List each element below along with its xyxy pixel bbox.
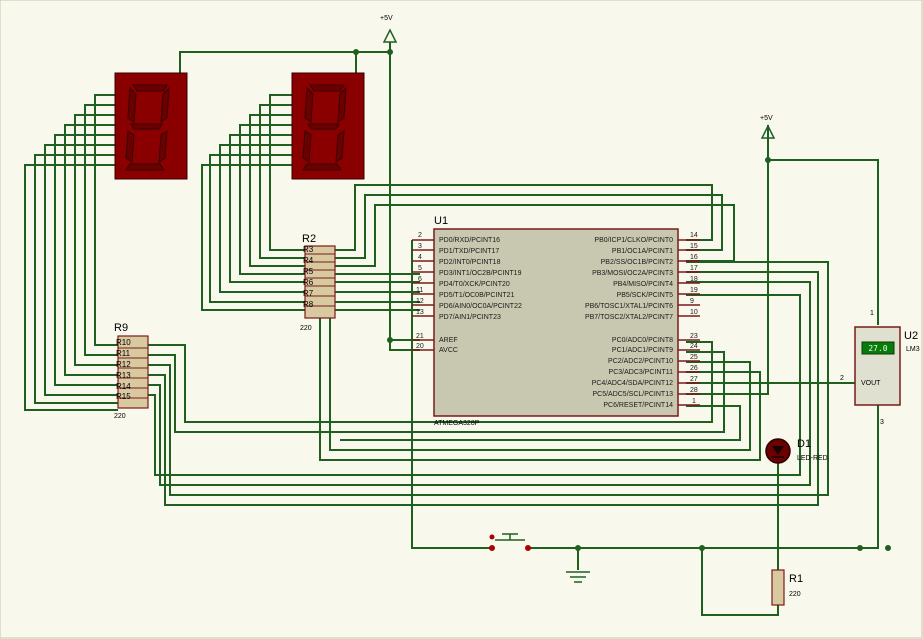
u1-pin-name: PB1/OC1A/PCINT1 (612, 248, 673, 255)
u1-pin-name: PB2/SS/OC1B/PCINT2 (601, 259, 673, 266)
u1-pin-num: 9 (690, 298, 694, 305)
u1-pin-name: PC3/ADC3/PCINT11 (609, 369, 674, 376)
u2-readout: 27.0 (868, 344, 887, 353)
r2-pin-5: R7 (303, 289, 314, 298)
u1-pin-name: PB4/MISO/PCINT4 (613, 281, 673, 288)
resistor-pack-r9: R9 R10 R11 R12 R13 R14 R15 220 (114, 322, 149, 420)
u1-pin-name: PB3/MOSI/OC2A/PCINT3 (592, 270, 673, 277)
r1-value: 220 (789, 591, 801, 598)
u1-pin-name: PD6/AIN0/OC0A/PCINT22 (439, 303, 522, 310)
u2-pin1: 1 (870, 310, 874, 317)
u1-pin-name: PD3/INT1/OC2B/PCINT19 (439, 270, 522, 277)
u1-pin-name: AREF (439, 337, 458, 344)
u1-pin-name: PC4/ADC4/SDA/PCINT12 (592, 380, 673, 387)
r2-pin-3: R5 (303, 267, 314, 276)
r9-pin-1: R10 (116, 338, 131, 347)
resistor-r1: R1 220 (771, 569, 803, 606)
r2-pin-1: R3 (303, 245, 314, 254)
u1-pin-name: PC2/ADC2/PCINT10 (608, 358, 673, 365)
u1-pin-name: PD4/T0/XCK/PCINT20 (439, 281, 510, 288)
r2-pin-4: R6 (303, 278, 314, 287)
vcc-top-label: +5V (380, 15, 393, 22)
r9-pin-6: R15 (116, 392, 131, 401)
u2-ref: U2 (904, 330, 918, 342)
u1-pin-num: 18 (690, 276, 698, 283)
u1-pin-num: 13 (416, 309, 424, 316)
u1-pin-num: 5 (418, 265, 422, 272)
u1-pin-name: PC1/ADC1/PCINT9 (612, 347, 673, 354)
r2-ref: R2 (302, 233, 316, 245)
vcc-right-symbol: +5V (760, 115, 776, 139)
u1-pin-name: PB5/SCK/PCINT5 (617, 292, 674, 299)
u1-pin-num: 10 (690, 309, 698, 316)
r1-ref: R1 (789, 573, 803, 585)
u1-pin-num: 15 (690, 243, 698, 250)
wires (24, 42, 879, 616)
seven-segment-right: 8 (291, 72, 365, 180)
resistor-pack-r2: R2 R3 R4 R5 R6 R7 R8 220 (300, 233, 336, 332)
u1-pin-name: AVCC (439, 347, 458, 354)
u1-pin-name: PD0/RXD/PCINT16 (439, 237, 500, 244)
u1-pin-num: 26 (690, 365, 698, 372)
u1-pin-name: PB6/TOSC1/XTAL1/PCINT6 (585, 303, 673, 310)
r2-pin-6: R8 (303, 300, 314, 309)
d1-ref: D1 (797, 438, 811, 450)
u1-part: ATMEGA328P (434, 420, 480, 427)
u1-ref: U1 (434, 215, 448, 227)
u1-pin-num: 21 (416, 333, 424, 340)
u1-pin-num: 16 (690, 254, 698, 261)
u2-pin3: 3 (880, 419, 884, 426)
u1-pin-num: 1 (692, 398, 696, 405)
r9-pin-2: R11 (116, 349, 131, 358)
u1-pin-name: PD2/INT0/PCINT18 (439, 259, 501, 266)
u1-pin-name: PB0/ICP1/CLKO/PCINT0 (594, 237, 673, 244)
seven-segment-left: 8 (114, 72, 188, 180)
temp-sensor-u2: 27.0 VOUT U2 LM3 1 2 3 (840, 310, 920, 426)
ground-symbol (566, 571, 590, 583)
mcu-u1: U1 ATMEGA328P 2 3 4 5 6 11 12 1 (412, 215, 700, 427)
u1-pin-num: 24 (690, 343, 698, 350)
u1-pin-name: PD7/AIN1/PCINT23 (439, 314, 501, 321)
u1-pin-num: 3 (418, 243, 422, 250)
vcc-top-symbol: +5V (380, 15, 398, 43)
r9-pin-4: R13 (116, 371, 131, 380)
r9-value: 220 (114, 413, 126, 420)
u1-pin-name: PC6/RESET/PCINT14 (603, 402, 673, 409)
vcc-right-label: +5V (760, 115, 773, 122)
u1-pin-num: 28 (690, 387, 698, 394)
u1-pin-num: 12 (416, 298, 424, 305)
u1-pin-num: 17 (690, 265, 698, 272)
u1-pin-num: 19 (690, 287, 698, 294)
r2-pin-2: R4 (303, 256, 314, 265)
r9-pin-5: R14 (116, 382, 131, 391)
d1-part: LED-RED (797, 455, 828, 462)
u1-pin-name: PC0/ADC0/PCINT8 (612, 337, 673, 344)
u1-pin-num: 2 (418, 232, 422, 239)
push-button (489, 533, 531, 551)
u2-pin2: 2 (840, 375, 844, 382)
r9-ref: R9 (114, 322, 128, 334)
r9-pin-3: R12 (116, 360, 131, 369)
u1-pin-num: 27 (690, 376, 698, 383)
u1-pin-name: PC5/ADC5/SCL/PCINT13 (592, 391, 673, 398)
u1-pin-num: 20 (416, 343, 424, 350)
u2-vout-label: VOUT (861, 380, 881, 387)
u1-pin-num: 23 (690, 333, 698, 340)
u1-pin-num: 11 (416, 287, 423, 294)
u1-pin-num: 25 (690, 354, 698, 361)
u1-pin-name: PD1/TXD/PCINT17 (439, 248, 499, 255)
u1-pin-num: 4 (418, 254, 422, 261)
u1-pin-name: PB7/TOSC2/XTAL2/PCINT7 (585, 314, 673, 321)
u1-pin-num: 14 (690, 232, 698, 239)
r2-value: 220 (300, 325, 312, 332)
led-d1: D1 LED-RED (765, 438, 828, 464)
junctions (353, 49, 891, 551)
u1-pin-name: PD5/T1/OC0B/PCINT21 (439, 292, 515, 299)
u2-part: LM3 (906, 346, 920, 353)
u1-pin-num: 6 (418, 276, 422, 283)
